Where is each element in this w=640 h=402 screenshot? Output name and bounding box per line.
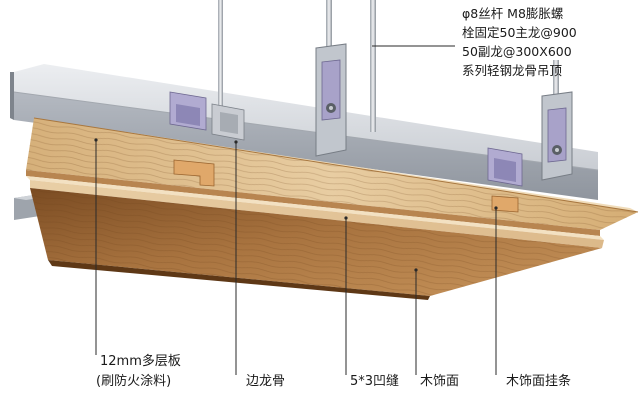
- keel-spec-callout: φ8丝杆 M8膨胀螺 栓固定50主龙@900 50副龙@300X600 系列轻钢…: [462, 4, 577, 80]
- callout-line-4: 系列轻钢龙骨吊顶: [462, 63, 563, 78]
- hanger-strip-right: [491, 195, 519, 213]
- keel-clip-left: [169, 91, 207, 131]
- leader-lines: [95, 45, 497, 375]
- callout-line-3: 50副龙@300X600: [462, 44, 572, 59]
- label-plywood-note: (刷防火涂料): [96, 374, 172, 389]
- plywood-board: [26, 117, 639, 236]
- label-plywood: 12mm多层板: [100, 354, 181, 369]
- hanger-bracket-1: [315, 43, 347, 157]
- label-wood-face: 木饰面: [420, 374, 460, 389]
- label-wood-face-hanger: 木饰面挂条: [506, 374, 572, 389]
- keel-clip-mid: [211, 103, 245, 141]
- callout-line-2: 栓固定50主龙@900: [462, 25, 577, 40]
- main-keel: [10, 64, 599, 200]
- leader-dots: [94, 138, 498, 272]
- callout-line-1: φ8丝杆 M8膨胀螺: [462, 6, 564, 21]
- keel-clip-right: [487, 147, 523, 187]
- label-edge-keel: 边龙骨: [246, 374, 286, 389]
- hanger-bracket-2: [541, 91, 573, 181]
- wood-veneer-panel: [26, 176, 604, 300]
- label-groove: 5*3凹缝: [350, 374, 400, 389]
- hanger-strip-left: [173, 159, 215, 187]
